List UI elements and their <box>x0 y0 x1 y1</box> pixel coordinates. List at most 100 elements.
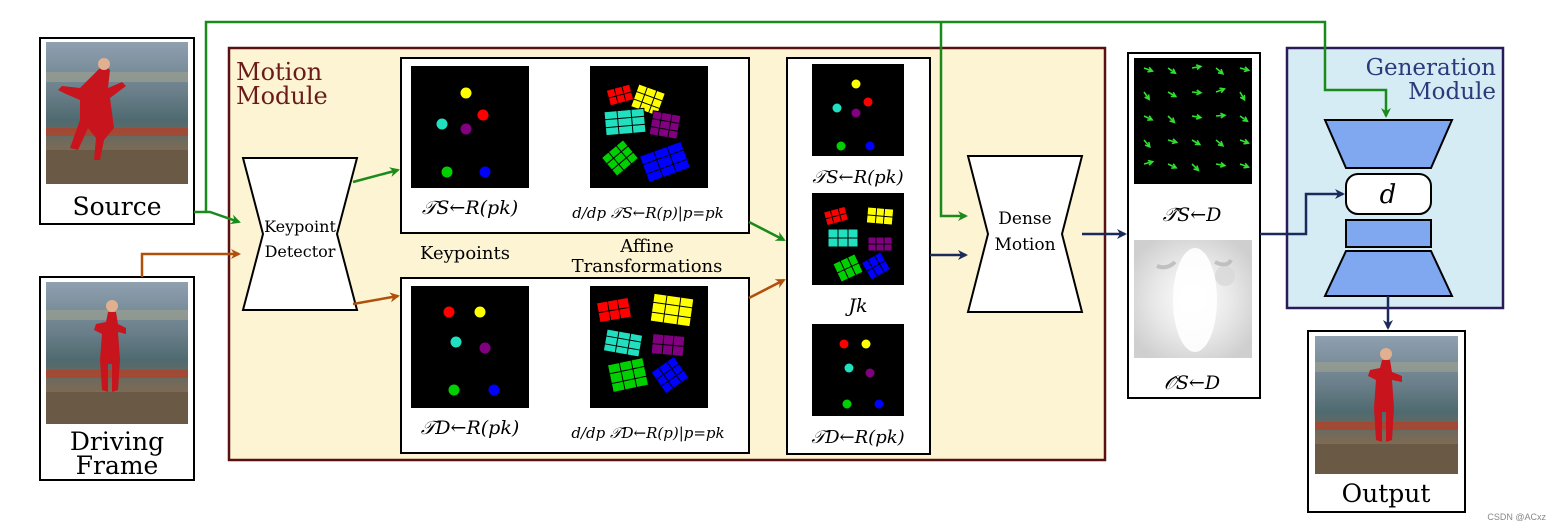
kp-blue <box>874 399 884 409</box>
flow-vector <box>1191 139 1202 146</box>
kp-cyan <box>436 118 448 130</box>
arrow-driving-panel-to-column <box>748 278 786 300</box>
flow-vector <box>1143 115 1154 121</box>
generation-module-title-line1: Generation <box>1366 55 1497 81</box>
kp-green <box>448 384 460 396</box>
kp-green <box>441 166 453 178</box>
output-photo <box>1315 336 1458 474</box>
kp-red <box>477 109 489 121</box>
column-jacobian-map <box>812 193 904 285</box>
bottleneck-symbol: d <box>1380 180 1397 210</box>
kp-blue <box>488 384 500 396</box>
driving-affine-map <box>590 286 708 408</box>
kp-red <box>839 339 849 349</box>
dense-motion-block: Dense Motion <box>966 155 1084 313</box>
formula-td-jacobian: d/dp 𝒯D←R(p)|p=pk <box>571 424 724 442</box>
generator-network: d <box>1323 119 1454 297</box>
driving-photo <box>46 282 188 424</box>
driving-frame-card: Driving Frame <box>39 276 195 481</box>
flow-vector <box>1215 87 1227 94</box>
column-top-formula: 𝒯S←R(pk) <box>812 167 903 188</box>
source-keypoints-panel: 𝒯S←R(pk) d/dp 𝒯S←R(p)|p=pk <box>400 57 750 234</box>
arrow-outputs-to-bottleneck <box>1260 189 1345 236</box>
driving-label-line2: Frame <box>76 451 159 480</box>
flow-vector <box>1143 66 1155 73</box>
generation-module-title-line2: Module <box>1408 79 1496 105</box>
keypoint-detector-label-line1: Keypoint <box>264 217 336 236</box>
kp-purple <box>865 368 875 378</box>
driving-label-line1: Driving <box>70 427 164 456</box>
flow-formula: 𝒯̂S←D <box>1163 204 1222 226</box>
dense-motion-label-line1: Dense <box>998 209 1051 229</box>
flow-vector <box>1215 67 1225 75</box>
flow-vector <box>1239 138 1251 145</box>
decoder-block-2 <box>1323 250 1454 297</box>
kp-purple <box>460 123 472 135</box>
watermark: CSDN @ACxz <box>1487 512 1546 522</box>
kp-green <box>842 399 852 409</box>
source-photo <box>46 42 188 184</box>
keypoint-detector-label-line2: Detector <box>265 242 336 261</box>
flow-vector <box>1143 91 1151 101</box>
arrow-detector-to-driving-panel <box>352 292 400 306</box>
flow-vector <box>1239 115 1249 123</box>
bottleneck-block <box>1345 173 1432 215</box>
flow-vector <box>1167 163 1178 169</box>
occlusion-map <box>1134 240 1252 358</box>
kp-cyan <box>844 363 854 373</box>
source-affine-map <box>590 66 708 188</box>
occlusion-formula: 𝒪̂S←D <box>1164 372 1220 394</box>
dense-motion-label-line2: Motion <box>994 235 1055 255</box>
arrow-source-bypass-to-generator <box>204 20 1391 212</box>
keypoint-detector-block: Keypoint Detector <box>241 157 359 311</box>
source-label: Source <box>72 192 161 221</box>
kp-cyan <box>450 336 462 348</box>
motion-module-title-line2: Module <box>236 82 328 110</box>
motion-module-title-line1: Motion <box>236 58 322 86</box>
kp-yellow <box>460 87 472 99</box>
combined-motion-column: 𝒯S←R(pk) Jk 𝒯D←R(pk) <box>786 57 931 455</box>
formula-ts-keypoints: 𝒯S←R(pk) <box>422 197 518 219</box>
kp-red <box>443 306 455 318</box>
kp-purple <box>851 108 861 118</box>
flow-vector <box>1191 163 1200 172</box>
flow-vector <box>1167 91 1178 98</box>
kp-green <box>836 141 846 151</box>
column-jacobian-label: Jk <box>844 295 867 317</box>
flow-vector <box>1191 64 1203 71</box>
flow-vector <box>1239 66 1251 73</box>
arrow-source-to-dense-motion <box>939 22 968 221</box>
driving-keypoints-panel: 𝒯D←R(pk) d/dp 𝒯D←R(p)|p=pk <box>400 277 750 454</box>
kp-red <box>863 97 873 107</box>
keypoints-label: Keypoints <box>420 243 510 264</box>
output-label: Output <box>1342 479 1431 508</box>
kp-blue <box>479 166 491 178</box>
driving-keypoint-map <box>411 286 529 408</box>
kp-yellow <box>861 339 871 349</box>
kp-cyan <box>832 103 842 113</box>
kp-yellow <box>851 79 861 89</box>
affine-label-line1: Affine <box>619 236 673 257</box>
decoder-block-1 <box>1345 219 1432 248</box>
kp-yellow <box>474 306 486 318</box>
encoder-block <box>1323 119 1454 169</box>
arrow-detector-to-source-panel <box>352 167 400 184</box>
arrow-source-panel-to-column <box>748 220 786 242</box>
flow-vector <box>1191 113 1203 120</box>
output-image-card: Output <box>1307 330 1466 513</box>
flow-vector <box>1239 91 1246 102</box>
flow-vector <box>1143 139 1151 149</box>
formula-td-keypoints: 𝒯D←R(pk) <box>421 417 520 439</box>
flow-vector <box>1167 67 1177 75</box>
kp-purple <box>479 342 491 354</box>
affine-label-line2: Transformations <box>572 256 723 277</box>
source-image-card: Source <box>39 37 195 225</box>
arrow-source-to-detector <box>194 210 241 225</box>
flow-vector <box>1215 139 1225 147</box>
column-bottom-formula: 𝒯D←R(pk) <box>811 427 904 448</box>
formula-ts-jacobian: d/dp 𝒯S←R(p)|p=pk <box>572 204 723 222</box>
flow-vector <box>1215 161 1227 168</box>
kp-blue <box>865 141 875 151</box>
flow-vector <box>1215 112 1227 119</box>
